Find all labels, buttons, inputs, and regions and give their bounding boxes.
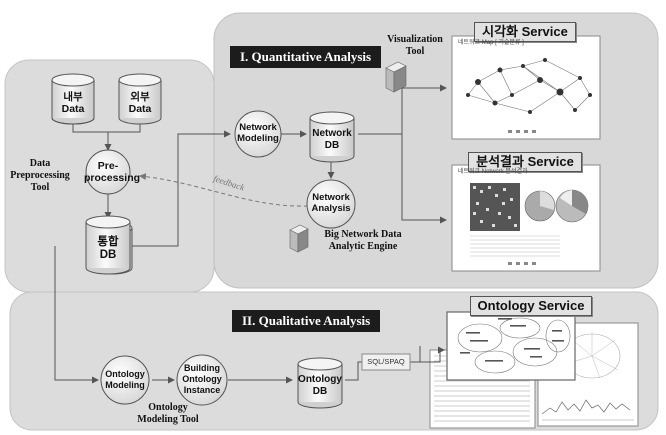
network-analysis-label: Network Analysis [311,192,351,214]
ontology-modeling-tool-label: Ontology Modeling Tool [137,402,199,425]
internal-data-cylinder [51,73,95,125]
analytic-engine-label: Big Network Data Analytic Engine [324,229,402,252]
integrated-db-cylinder [85,215,133,275]
arrow-db-to-ontology-modeling [54,246,99,384]
arrow-networkdb-to-visualization [358,84,447,135]
visualization-server-icon [385,61,407,93]
sqlspaq-label: SQL/SPAQ [367,357,405,366]
preprocessing-tool-label: Data Preprocessing Tool [10,158,70,193]
internal-data-label: 내부 Data [61,91,85,115]
ontology-db-cylinder [297,357,343,409]
arrow-networkdb-to-analysis-result [401,134,447,224]
arrow-internal-to-preprocessing [72,120,112,151]
preprocessing-label: Pre- processing [84,160,141,184]
qualitative-title: II. Qualitative Analysis [232,310,381,332]
visualization-service-label: 시각화 Service [474,22,576,42]
arrow-db-to-network-modeling [130,130,231,247]
visualization-screen-header: 네트워크 Map [ 기술분류 ] [458,40,524,46]
visualization-screen [451,35,601,140]
external-data-cylinder [118,73,162,125]
ontology-modeling-label: Ontology Modeling [105,369,145,390]
analytic-engine-server-icon [289,224,309,253]
quantitative-title: I. Quantitative Analysis [230,46,382,68]
preprocessing-node [85,149,131,195]
building-ontology-node [176,354,228,406]
ontology-db-label: Ontology DB [298,374,342,397]
network-db-label: Network DB [312,128,352,151]
arrow-sqlspaq-to-ontology-service [410,346,445,363]
ontology-screens [429,311,639,429]
sqlspaq-box [361,353,411,371]
network-analysis-node [306,179,356,229]
visualization-tool-label: Visualization Tool [387,34,443,57]
network-modeling-node [234,110,282,158]
building-ontology-label: Building Ontology Instance [182,363,222,395]
ontology-service-label: Ontology Service [470,296,592,316]
arrow-ontologydb-to-sqlspaq [345,361,362,381]
analysis-result-screen [451,164,601,272]
analysis-screen-header: 네트워크 Network 분석결과 [458,169,528,175]
ontology-modeling-node [100,355,150,405]
feedback-arrow [139,173,309,207]
integrated-db-label: 통합 DB [97,236,119,261]
external-data-label: 외부 Data [128,91,152,115]
network-modeling-label: Network Modeling [237,122,279,144]
analysis-result-service-label: 분석결과 Service [468,152,582,172]
network-db-cylinder [309,111,355,163]
